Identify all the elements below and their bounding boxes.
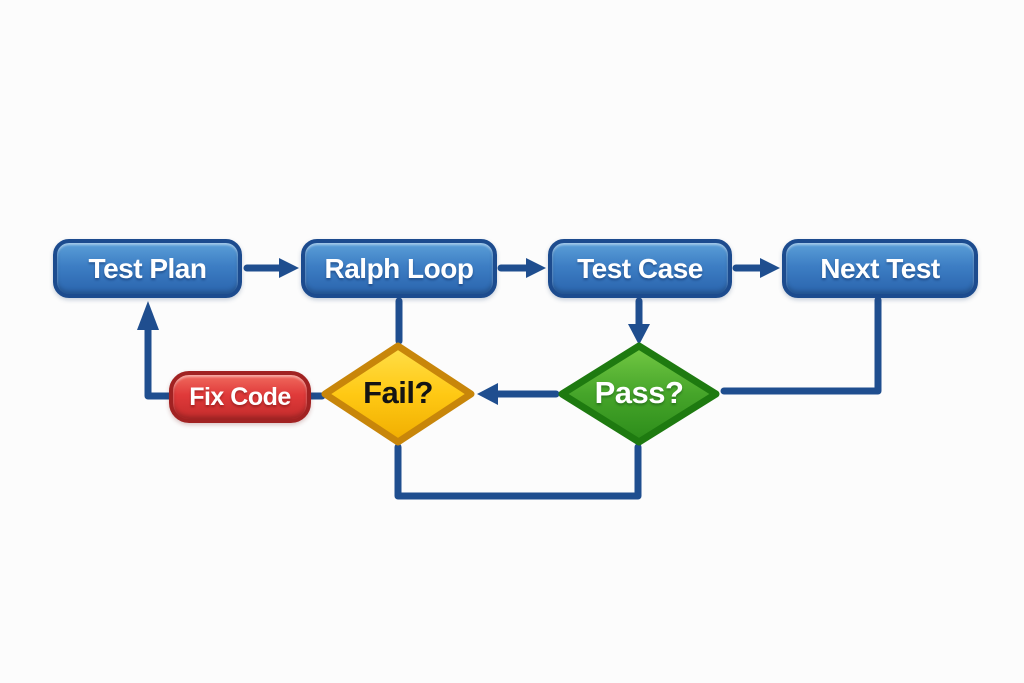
arrowhead-into-test-case (526, 258, 546, 278)
edge-fail-pass-bottom-loop (394, 443, 642, 500)
arrowhead-into-test-plan (137, 301, 159, 330)
arrowhead-into-ralph-loop (279, 258, 299, 278)
edge-fix-code-to-test-plan (144, 326, 174, 400)
node-next-test: Next Test (782, 239, 978, 298)
node-pass-label: Pass? (594, 375, 684, 410)
node-test-plan: Test Plan (53, 239, 242, 298)
node-test-plan-label: Test Plan (88, 252, 207, 284)
node-ralph-loop-label: Ralph Loop (324, 252, 474, 284)
node-fail-label: Fail? (363, 375, 433, 410)
node-fix-code-label: Fix Code (189, 382, 291, 411)
node-ralph-loop: Ralph Loop (301, 239, 497, 298)
arrowhead-into-pass (628, 324, 650, 345)
node-test-case-label: Test Case (577, 252, 703, 284)
arrowhead-into-fail (477, 383, 498, 405)
edge-next-test-to-pass (720, 296, 882, 395)
node-next-test-label: Next Test (820, 252, 940, 284)
node-fail-diamond (321, 342, 475, 446)
arrowhead-into-next-test (760, 258, 780, 278)
node-test-case: Test Case (548, 239, 732, 298)
node-fix-code: Fix Code (169, 371, 311, 423)
node-pass-diamond (558, 342, 720, 446)
